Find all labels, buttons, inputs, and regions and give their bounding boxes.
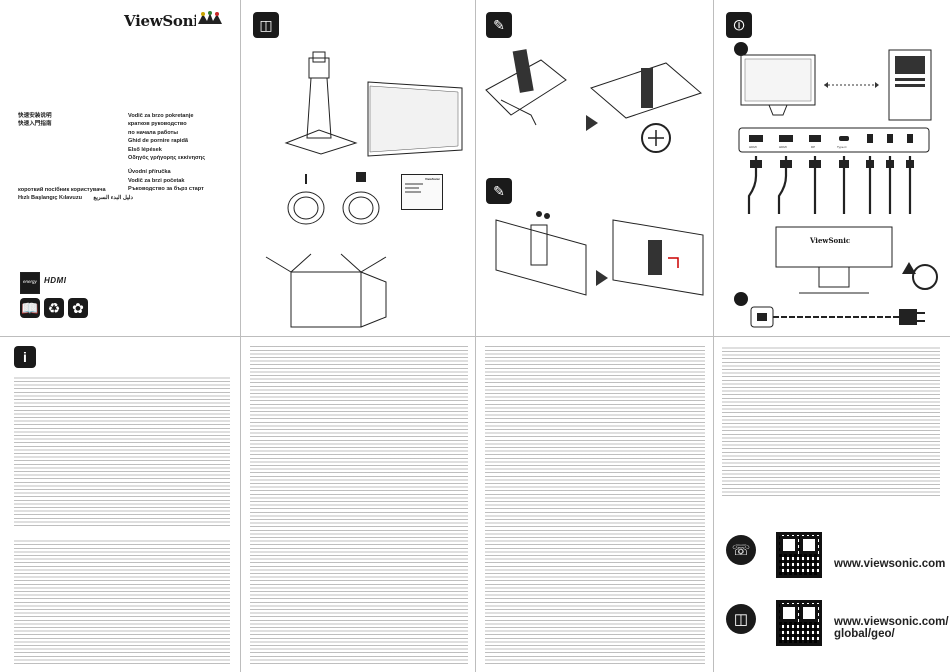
row-divider [0, 336, 950, 337]
birds-logo-icon [196, 10, 224, 28]
safety-text-block-1 [14, 376, 230, 526]
video-cable-illustration [342, 172, 380, 225]
lang-line: по начала работы [128, 129, 179, 136]
shipping-box-illustration [265, 253, 387, 328]
info-icon: i [14, 346, 36, 368]
screwdriver-icon: ✎ [486, 178, 512, 204]
lang-line: Úvodní příručka [128, 169, 171, 176]
lang-list: Vodič za brzo pokretanje кратков руковод… [128, 112, 238, 194]
port-label: HDMI [779, 145, 787, 149]
step-2-icon [734, 292, 748, 306]
port-label: HDMI [749, 145, 757, 149]
lang-line: دليل البدء السريع [93, 195, 133, 202]
lang-line: 快速入門指南 [18, 121, 52, 128]
monitor-back-brand: ViewSonic [810, 236, 851, 245]
screwdriver-icon: ✎ [486, 12, 512, 38]
port-strip: HDMI HDMI DP Type-C [738, 127, 930, 153]
quick-start-booklet: ViewSonic [401, 174, 443, 210]
connection-panel: ⏼ HDMI HDMI DP Type-C [714, 0, 950, 672]
regional-url-line1: www.viewsonic.com/ [834, 616, 949, 628]
power-outlet-icon [912, 264, 938, 290]
hdmi-logo: HDMI [44, 276, 67, 285]
arrow-right-icon [586, 115, 598, 131]
power-cable-illustration [287, 174, 325, 225]
qr-code-support [776, 532, 822, 578]
lang-line: 快速安装说明 [18, 113, 52, 119]
step-1-icon [734, 42, 748, 56]
lang-line: Οδηγός γρήγορης εκκίνησης [128, 155, 206, 162]
leaf-icon: ✿ [68, 298, 88, 318]
lang-line: Ръководство за бърз старт [128, 186, 204, 193]
safety-text-block-4 [485, 346, 705, 664]
energy-star-logo: energy [20, 272, 40, 294]
lang-line: Első lépések [128, 146, 162, 153]
lang-line: короткий посібник користувача [18, 187, 106, 193]
monitor-illustration [367, 81, 463, 157]
book-icon: 📖 [20, 298, 40, 318]
plug-icon: ⏼ [726, 12, 752, 38]
monitor-back-illustration [775, 226, 893, 294]
lang-line: кратков руководство [128, 121, 187, 128]
cover-panel: ViewSonic 快速安装说明 快速入門指南 Vodič za brzo po… [0, 0, 240, 672]
cables-illustration [747, 156, 914, 214]
attach-monitor-step2 [612, 219, 704, 296]
package-panel: ◫ ViewSonic [241, 0, 475, 672]
lang-bottom: короткий посібник користувача Hızlı Başl… [18, 186, 238, 203]
lang-line: Vodič za brzi početak [128, 177, 185, 184]
qr-code-regional [776, 600, 822, 646]
regional-url-line2: global/geo/ [834, 628, 895, 640]
globe-box-icon: ◫ [726, 604, 756, 634]
lang-line: Vodič za brzo pokretanje [128, 113, 194, 119]
power-cord-illustration [750, 306, 925, 328]
support-headset-icon: ☏ [726, 535, 756, 565]
attach-stand-step2 [590, 62, 702, 153]
recycle-icon: ♻ [44, 298, 64, 318]
box-icon: ◫ [253, 12, 279, 38]
regional-url[interactable]: www.viewsonic.com/ global/geo/ [834, 616, 949, 640]
arrow-right-icon [596, 270, 608, 286]
stand-illustration [284, 51, 358, 155]
brand-logo: ViewSonic [124, 12, 208, 30]
lang-line: Hızlı Başlangıç Kılavuzu [18, 195, 83, 202]
lang-zh: 快速安装说明 快速入門指南 [18, 112, 98, 129]
attach-monitor-step1 [495, 211, 587, 296]
safety-text-block-3 [250, 346, 468, 664]
attach-stand-step1 [485, 49, 567, 126]
assembly-panel: ✎ ✎ [476, 0, 713, 672]
support-url[interactable]: www.viewsonic.com [834, 558, 946, 570]
safety-text-block-5 [722, 346, 940, 496]
lang-line: Ghid de pornire rapidă [128, 138, 188, 145]
port-label: Type-C [837, 145, 848, 149]
port-label: DP [811, 145, 815, 149]
safety-text-block-2 [14, 540, 230, 664]
monitor-pc-illustration [740, 49, 932, 121]
warning-icon [902, 262, 916, 274]
